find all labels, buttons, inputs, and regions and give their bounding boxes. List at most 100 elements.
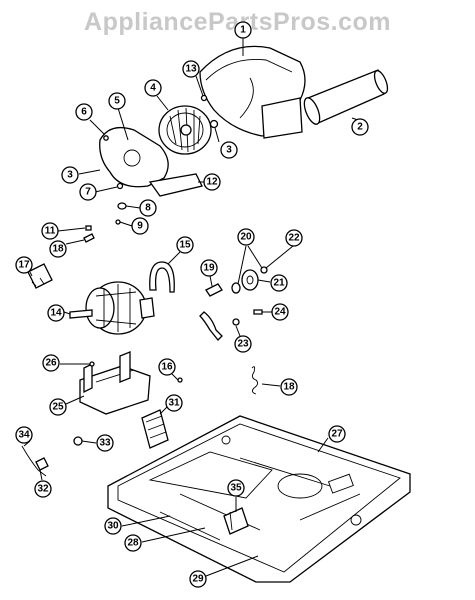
svg-text:12: 12 <box>206 177 218 188</box>
callout: 14 <box>47 304 65 322</box>
callout: 35 <box>227 479 245 497</box>
svg-text:3: 3 <box>226 145 232 156</box>
part-terminal-32 <box>35 457 49 471</box>
callout: 5 <box>108 92 126 110</box>
callout: 11 <box>41 222 59 240</box>
part-clip-11 <box>85 225 92 231</box>
svg-text:20: 20 <box>240 232 252 243</box>
part-washer <box>209 119 219 129</box>
callout: 4 <box>144 79 162 97</box>
part-nut-33 <box>73 436 83 446</box>
part-screw-16 <box>177 377 183 383</box>
part-blower-cover <box>99 126 203 197</box>
part-transformer <box>141 409 169 449</box>
svg-text:31: 31 <box>168 398 180 409</box>
callout: 18 <box>280 378 298 396</box>
callout: 29 <box>189 570 207 588</box>
callout: 28 <box>124 534 142 552</box>
svg-text:7: 7 <box>85 187 91 198</box>
part-screw <box>200 94 208 102</box>
svg-text:18: 18 <box>283 382 295 393</box>
part-motor-base <box>79 351 151 415</box>
svg-text:9: 9 <box>137 221 143 232</box>
part-blower-housing <box>199 45 306 139</box>
svg-text:8: 8 <box>145 203 151 214</box>
callout: 23 <box>234 335 252 353</box>
svg-text:32: 32 <box>37 484 49 495</box>
svg-text:15: 15 <box>179 240 191 251</box>
callout: 3 <box>61 166 79 184</box>
part-idler-arm <box>199 283 223 341</box>
callout: 17 <box>15 256 33 274</box>
svg-text:18: 18 <box>52 244 64 255</box>
part-screw-24 <box>253 309 263 315</box>
part-screw-9 <box>115 219 121 225</box>
svg-text:34: 34 <box>18 430 30 441</box>
callout: 26 <box>42 354 60 372</box>
callout: 16 <box>158 358 176 376</box>
svg-text:21: 21 <box>273 278 285 289</box>
svg-text:23: 23 <box>237 339 249 350</box>
svg-text:35: 35 <box>230 483 242 494</box>
callout: 2 <box>351 118 369 136</box>
callout: 12 <box>203 173 221 191</box>
callout: 9 <box>131 217 149 235</box>
part-blower-wheel <box>158 105 212 155</box>
svg-text:22: 22 <box>288 233 300 244</box>
callout: 22 <box>285 229 303 247</box>
svg-text:27: 27 <box>331 429 343 440</box>
callout: 8 <box>139 199 157 217</box>
callout: 7 <box>79 183 97 201</box>
callout: 32 <box>34 480 52 498</box>
callout: 31 <box>165 394 183 412</box>
svg-text:19: 19 <box>203 263 215 274</box>
part-screw-26 <box>89 361 95 367</box>
part-base-plate <box>107 415 411 583</box>
callout: 13 <box>182 60 200 78</box>
svg-text:11: 11 <box>45 226 56 237</box>
callout: 33 <box>96 434 114 452</box>
callout: 18 <box>49 240 67 258</box>
part-idler-spring <box>251 366 259 395</box>
part-screw-18 <box>83 233 95 243</box>
part-switch <box>27 263 53 289</box>
svg-text:26: 26 <box>45 358 57 369</box>
callout: 24 <box>271 303 289 321</box>
part-wire-34 <box>21 445 47 477</box>
callout: 15 <box>176 236 194 254</box>
callout: 19 <box>200 259 218 277</box>
part-washer-23 <box>232 318 240 326</box>
svg-text:16: 16 <box>161 362 173 373</box>
callout: 20 <box>237 228 255 246</box>
svg-text:30: 30 <box>107 521 119 532</box>
part-screw-7 <box>116 182 124 190</box>
part-idler-pulley <box>231 266 268 294</box>
svg-text:33: 33 <box>99 438 111 449</box>
callout: 6 <box>75 103 93 121</box>
svg-text:14: 14 <box>50 308 62 319</box>
callout: 21 <box>270 274 288 292</box>
part-duct <box>303 69 389 125</box>
part-nut-8 <box>117 202 127 210</box>
part-screw-6 <box>103 135 109 141</box>
svg-text:3: 3 <box>67 170 73 181</box>
callout: 34 <box>15 426 33 444</box>
leader-lines <box>23 38 365 577</box>
svg-text:25: 25 <box>52 402 64 413</box>
callout: 3 <box>220 141 238 159</box>
callout: 30 <box>104 517 122 535</box>
svg-text:24: 24 <box>274 307 286 318</box>
part-motor-strap <box>149 261 175 293</box>
svg-text:17: 17 <box>18 260 30 271</box>
svg-text:5: 5 <box>114 96 120 107</box>
callout: 27 <box>328 425 346 443</box>
svg-text:28: 28 <box>127 538 139 549</box>
svg-text:29: 29 <box>192 574 204 585</box>
callout: 1 <box>234 21 252 39</box>
callout: 25 <box>49 398 67 416</box>
svg-text:1: 1 <box>240 25 246 36</box>
part-motor <box>69 281 155 335</box>
svg-text:4: 4 <box>150 83 156 94</box>
svg-text:6: 6 <box>81 107 87 118</box>
